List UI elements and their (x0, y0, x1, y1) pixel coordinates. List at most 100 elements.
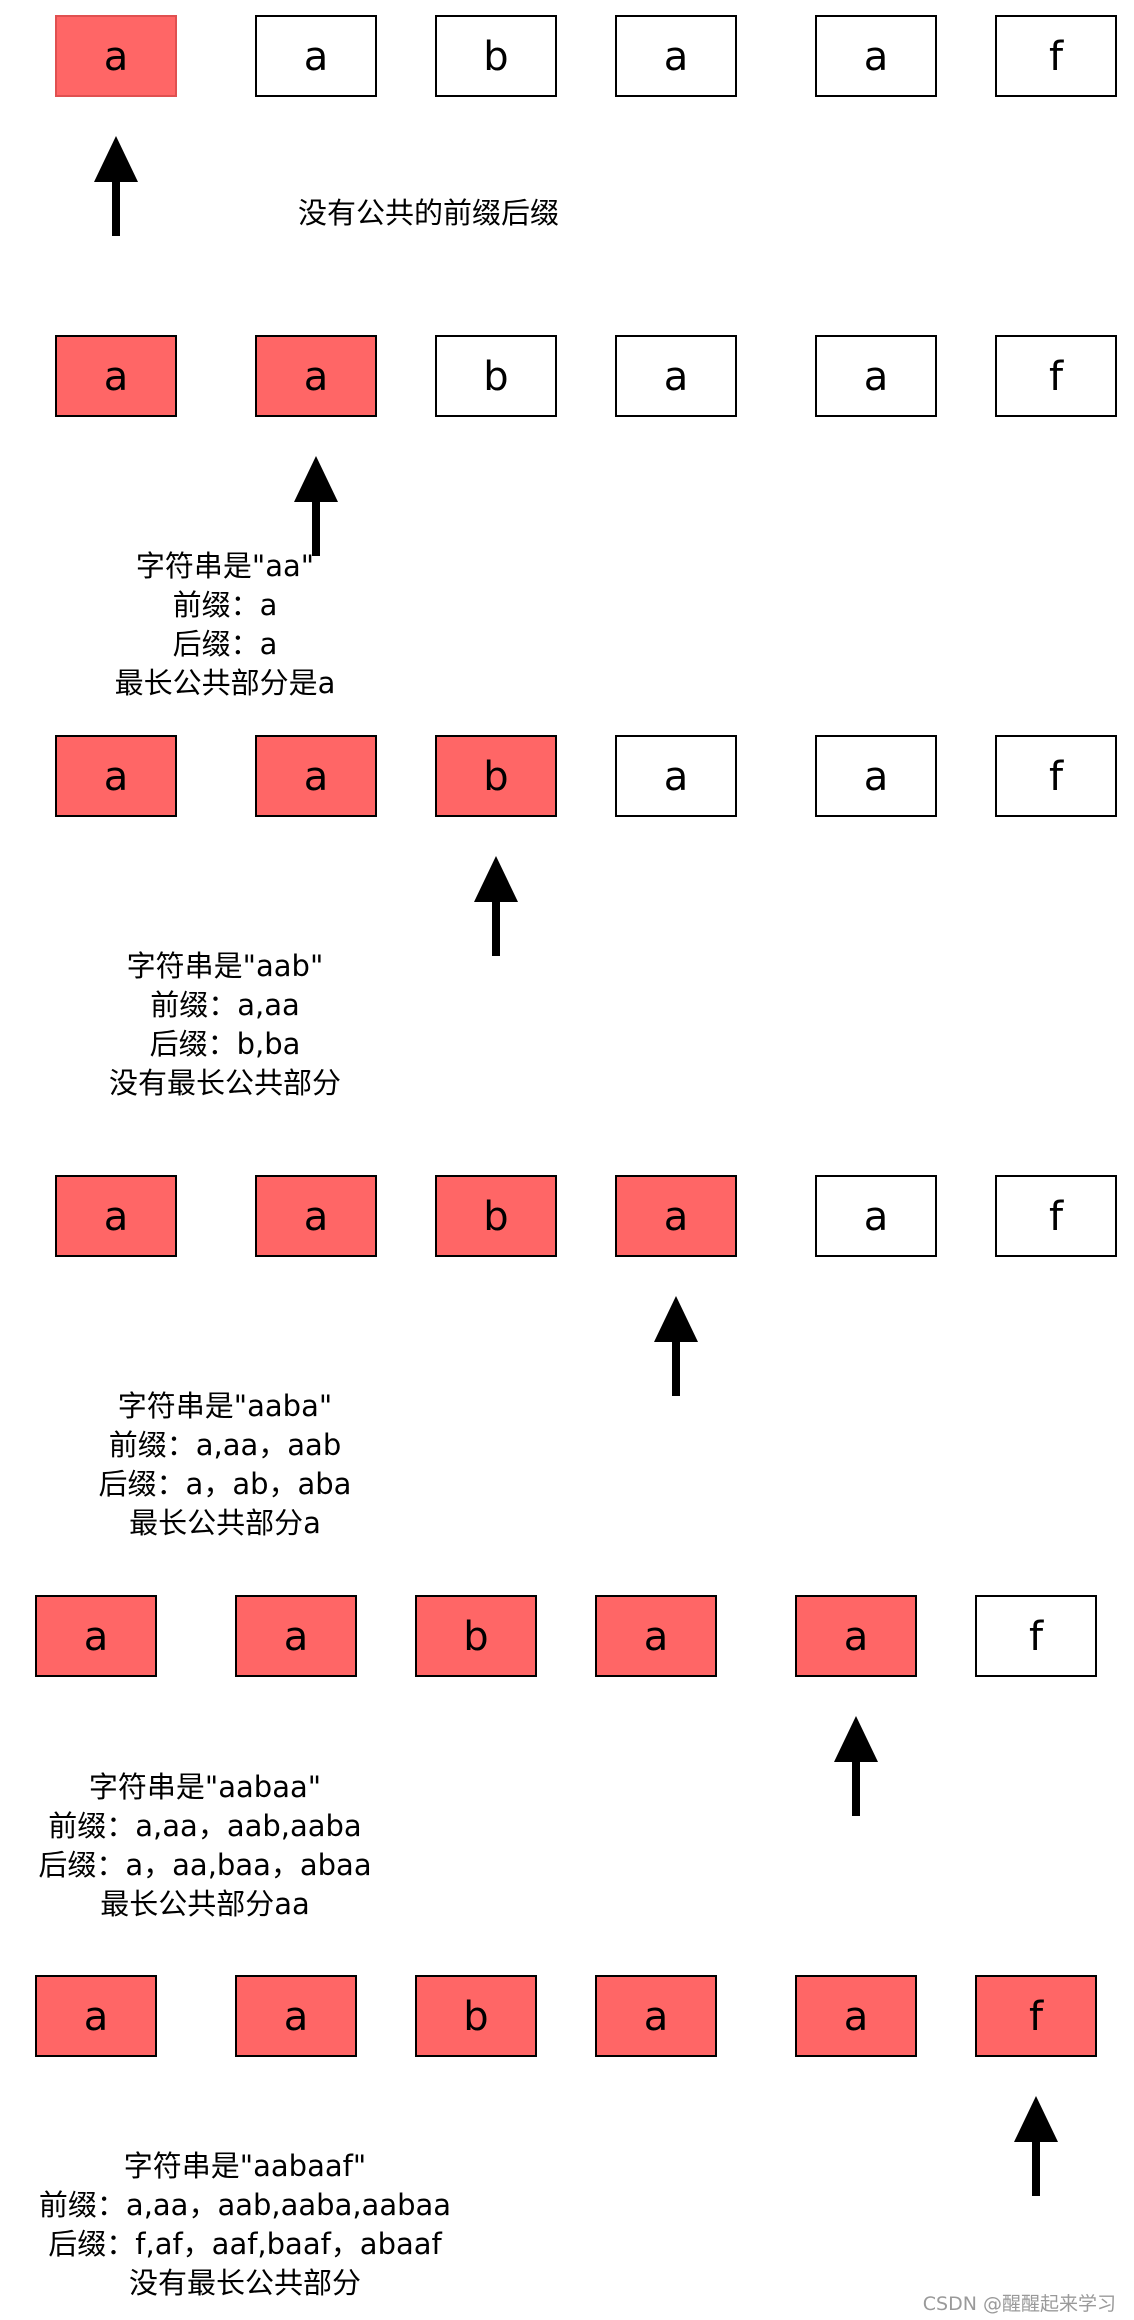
char-cell: a (615, 335, 737, 417)
char-cell-letter: a (104, 34, 129, 80)
char-cell-box (815, 735, 937, 817)
char-cell-letter: a (304, 34, 329, 80)
char-cell: f (995, 1175, 1117, 1257)
char-cell: a (55, 1175, 177, 1257)
char-cell: a (615, 1175, 737, 1257)
char-cell-box-highlighted (55, 1175, 177, 1257)
char-cell-box-highlighted (415, 1975, 537, 2057)
char-cell-box-highlighted (255, 1175, 377, 1257)
step-1-annotation: 没有公共的前缀后缀 (298, 194, 559, 233)
char-cell: a (815, 1175, 937, 1257)
annotation-line: 最长公共部分aa (100, 1887, 310, 1921)
char-cell-letter: b (483, 34, 508, 80)
char-cell: a (595, 1975, 717, 2057)
arrow-up-icon (294, 456, 338, 556)
char-cell: a (255, 335, 377, 417)
annotation-line: 字符串是"aabaa" (88, 1770, 322, 1804)
char-cell-box (995, 335, 1117, 417)
arrow-up-icon (834, 1716, 878, 1816)
char-cell-letter: a (844, 1994, 869, 2040)
arrow-head (94, 136, 138, 182)
char-cell-box-highlighted (795, 1595, 917, 1677)
step-6-annotation: 字符串是"aabaaf" 前缀：a,aa，aab,aaba,aabaa 后缀：f… (10, 2147, 480, 2303)
char-cell-box (615, 335, 737, 417)
annotation-line: 前缀：a,aa，aab (108, 1428, 342, 1462)
char-cell: f (975, 1595, 1097, 1677)
char-cell-box-highlighted (235, 1975, 357, 2057)
annotation-line: 后缀：a，aa,baa，abaa (38, 1848, 372, 1882)
char-cell: a (795, 1975, 917, 2057)
char-cell-box (435, 335, 557, 417)
annotation-line: 没有最长公共部分 (128, 2266, 361, 2300)
annotation-line: 后缀：b,ba (149, 1027, 301, 1061)
char-cell: a (255, 15, 377, 97)
annotation-line: 字符串是"aa" (135, 549, 315, 583)
arrow-up-icon (474, 856, 518, 956)
char-cell-letter: f (1049, 354, 1064, 400)
char-cell: f (995, 335, 1117, 417)
char-cell-box-highlighted (55, 335, 177, 417)
char-cell-letter: a (104, 1194, 129, 1240)
annotation-line: 后缀：a，ab，aba (98, 1467, 352, 1501)
char-cell-box-highlighted (975, 1975, 1097, 2057)
annotation-line: 最长公共部分是a (114, 666, 336, 700)
watermark: CSDN @醒醒起来学习 (922, 2293, 1116, 2315)
char-cell: b (435, 735, 557, 817)
arrow-up-icon (1014, 2096, 1058, 2196)
char-cell-letter: f (1049, 1194, 1064, 1240)
char-cell-box-highlighted (255, 735, 377, 817)
char-cell-box (815, 335, 937, 417)
arrow-head (474, 856, 518, 902)
char-cell-box (975, 1595, 1097, 1677)
annotation-line: 没有最长公共部分 (108, 1066, 341, 1100)
char-cell: b (435, 15, 557, 97)
arrow-head (1014, 2096, 1058, 2142)
char-cell-box-highlighted (255, 335, 377, 417)
arrow-head (654, 1296, 698, 1342)
annotation-line: 前缀：a,aa，aab,aaba,aabaa (38, 2188, 452, 2222)
char-cell: a (55, 335, 177, 417)
char-cell-box (995, 1175, 1117, 1257)
char-cell-box-highlighted (415, 1595, 537, 1677)
char-cell: a (255, 735, 377, 817)
arrow-up-icon (94, 136, 138, 236)
char-cell: f (975, 1975, 1097, 2057)
step-4-annotation: 字符串是"aaba" 前缀：a,aa，aab 后缀：a，ab，aba 最长公共部… (50, 1387, 400, 1543)
char-cell: a (55, 735, 177, 817)
char-cell: a (815, 15, 937, 97)
char-cell: a (815, 335, 937, 417)
char-cell-letter: a (304, 754, 329, 800)
step-5-annotation: 字符串是"aabaa" 前缀：a,aa，aab,aaba 后缀：a，aa,baa… (10, 1768, 400, 1924)
char-cell-letter: a (644, 1614, 669, 1660)
char-cell-letter: a (284, 1614, 309, 1660)
char-cell: a (255, 1175, 377, 1257)
char-cell-letter: a (664, 34, 689, 80)
char-cell: b (435, 1175, 557, 1257)
char-cell-letter: f (1049, 754, 1064, 800)
char-cell-box (815, 15, 937, 97)
char-cell: b (415, 1975, 537, 2057)
char-cell: a (35, 1975, 157, 2057)
char-cell-box-highlighted (615, 1175, 737, 1257)
char-cell-letter: a (864, 34, 889, 80)
char-cell-letter: f (1029, 1614, 1044, 1660)
step-3-annotation: 字符串是"aab" 前缀：a,aa 后缀：b,ba 没有最长公共部分 (50, 947, 400, 1103)
char-cell-letter: a (644, 1994, 669, 2040)
char-cell-letter: a (304, 354, 329, 400)
char-cell: f (995, 15, 1117, 97)
char-cell-box (615, 15, 737, 97)
char-cell-box (255, 15, 377, 97)
annotation-line: 前缀：a,aa (150, 988, 300, 1022)
char-cell-box (995, 735, 1117, 817)
annotation-line: 字符串是"aab" (126, 949, 324, 983)
char-cell: a (815, 735, 937, 817)
char-cell: b (435, 335, 557, 417)
char-cell: a (235, 1975, 357, 2057)
arrow-up-icon (654, 1296, 698, 1396)
